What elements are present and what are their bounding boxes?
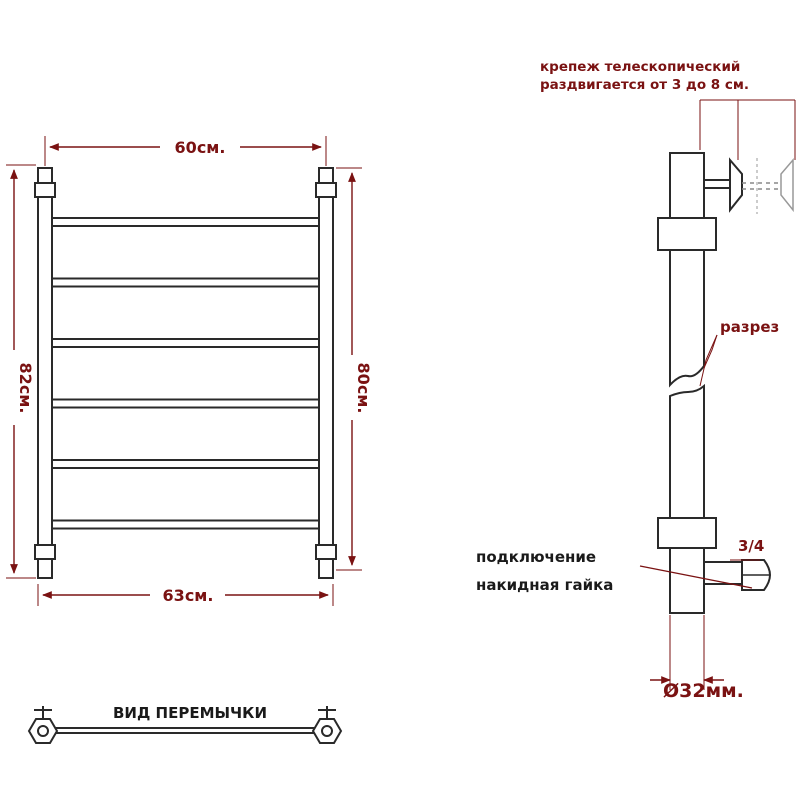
width-bottom-label: 63см.: [163, 586, 214, 605]
jumper-view: ВИД ПЕРЕМЫЧКИ: [27, 704, 343, 744]
jumper-view-label: ВИД ПЕРЕМЫЧКИ: [113, 704, 267, 722]
height-left-label: 82см.: [16, 363, 35, 414]
connection-label-line1: подключение: [476, 548, 596, 566]
connection-label-line2: накидная гайка: [476, 576, 613, 594]
side-pipe-lower: [669, 383, 705, 614]
connection-leader: [639, 565, 753, 589]
left-bottom-fitting: [34, 544, 56, 560]
lower-collar: [657, 517, 717, 549]
left-nut-hole: [37, 725, 49, 737]
crossbar: [51, 398, 320, 409]
crossbar: [51, 459, 320, 469]
thread-label: 3/4: [738, 537, 764, 555]
mount-cone-extended: [780, 157, 794, 213]
right-nut-hole: [321, 725, 333, 737]
cut-label: разрез: [720, 318, 779, 336]
front-view: 60см. 63см. 82см. 80см.: [6, 136, 373, 606]
side-pipe-upper: [669, 152, 705, 388]
left-top-fitting: [34, 182, 56, 198]
crossbar: [51, 519, 320, 530]
height-right-label: 80см.: [354, 363, 373, 414]
mount-rod: [703, 179, 731, 189]
connection-pipe: [703, 561, 743, 585]
crossbars: [51, 217, 320, 530]
mount-label-line1: крепеж телескопический: [540, 59, 740, 75]
right-bottom-fitting: [315, 544, 337, 560]
side-view: крепеж телескопический раздвигается от 3…: [476, 59, 796, 702]
left-post: [37, 167, 53, 579]
upper-collar: [657, 217, 717, 251]
width-top-label: 60см.: [175, 138, 226, 157]
cut-leader: [699, 334, 718, 387]
crossbar: [51, 217, 320, 227]
diameter-label: Ø32мм.: [663, 680, 744, 702]
right-top-fitting: [315, 182, 337, 198]
right-post: [318, 167, 334, 579]
mount-cone: [729, 157, 743, 213]
telescopic-mount: [703, 157, 794, 214]
mount-label-line2: раздвигается от 3 до 8 см.: [540, 77, 749, 93]
crossbar: [51, 277, 320, 288]
crossbar: [51, 338, 320, 348]
connection-fitting: [703, 559, 772, 591]
